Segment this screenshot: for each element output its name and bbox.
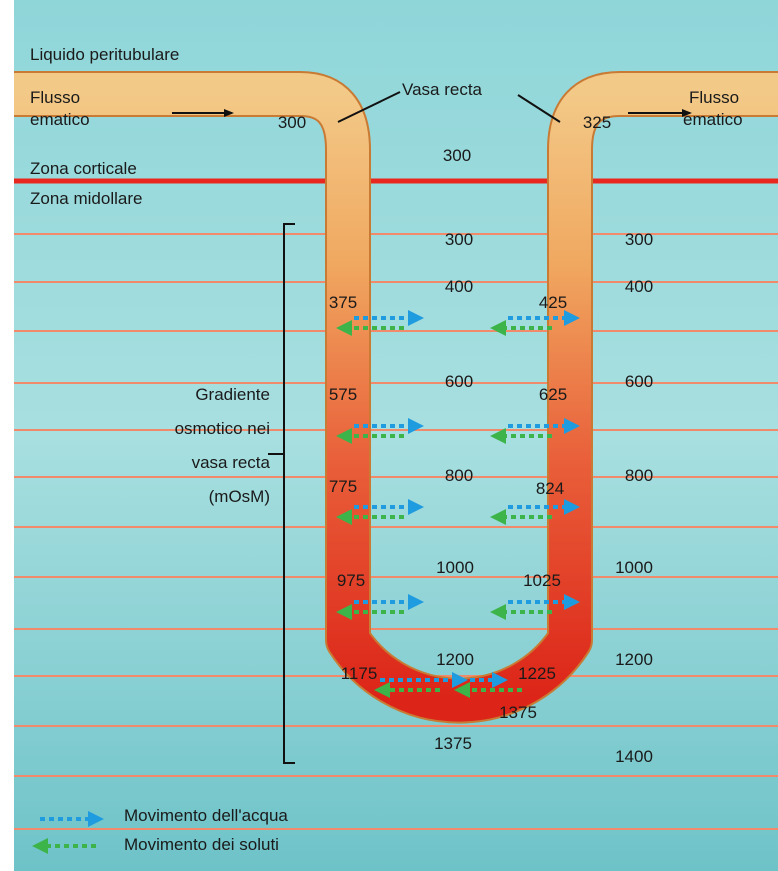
blood-flow-in-label-2: ematico: [30, 110, 90, 130]
interstitial-center-value: 300: [445, 230, 473, 250]
descending-value: 975: [337, 571, 365, 591]
legend-solute-label: Movimento dei soluti: [124, 835, 279, 855]
interstitial-center-value: 600: [445, 372, 473, 392]
cortex-interstitial-value: 300: [443, 146, 471, 166]
interstitial-right-value: 1000: [615, 558, 653, 578]
left-margin: [0, 0, 14, 871]
descending-value: 575: [329, 385, 357, 405]
cortex-label: Zona corticale: [30, 159, 137, 179]
interstitial-center-value: 800: [445, 466, 473, 486]
ascending-value: 625: [539, 385, 567, 405]
blood-flow-in-label-1: Flusso: [30, 88, 80, 108]
interstitial-right-value: 300: [625, 230, 653, 250]
interstitial-right-value: 1400: [615, 747, 653, 767]
interstitial-center-value: 1200: [436, 650, 474, 670]
ascending-value: 824: [536, 479, 564, 499]
gradient-label-line-1: Gradiente: [150, 385, 270, 405]
ascending-value: 425: [539, 293, 567, 313]
peritubular-fluid-label: Liquido peritubulare: [30, 45, 179, 65]
outlet-value: 325: [583, 113, 611, 133]
vasa-recta-label: Vasa recta: [402, 80, 482, 100]
interstitial-center-value: 400: [445, 277, 473, 297]
gradient-label-line-2: osmotico nei: [130, 419, 270, 439]
interstitial-center-value: 1375: [434, 734, 472, 754]
interstitial-right-value: 600: [625, 372, 653, 392]
descending-value: 1175: [341, 664, 378, 684]
ascending-value: 1225: [518, 664, 556, 684]
blood-flow-out-label-1: Flusso: [689, 88, 739, 108]
blood-flow-out-label-2: ematico: [683, 110, 743, 130]
ascending-value: 1025: [523, 571, 561, 591]
descending-value: 775: [329, 477, 357, 497]
interstitial-center-value: 1000: [436, 558, 474, 578]
interstitial-right-value: 1200: [615, 650, 653, 670]
gradient-label-line-4: (mOsM): [150, 487, 270, 507]
gradient-label-line-3: vasa recta: [150, 453, 270, 473]
legend-water-label: Movimento dell'acqua: [124, 806, 288, 826]
interstitial-right-value: 400: [625, 277, 653, 297]
medulla-label: Zona midollare: [30, 189, 142, 209]
interstitial-right-value: 800: [625, 466, 653, 486]
ascending-value: 1375: [499, 703, 537, 723]
inlet-value: 300: [278, 113, 306, 133]
descending-value: 375: [329, 293, 357, 313]
